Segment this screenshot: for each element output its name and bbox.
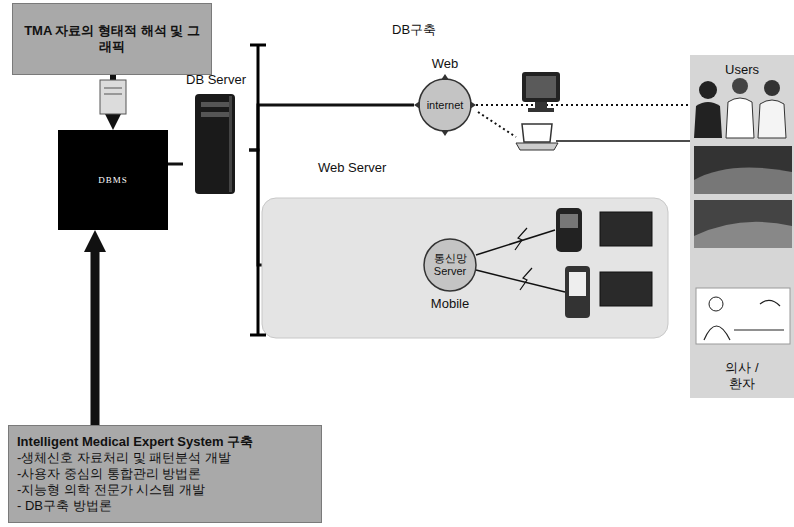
node-text: DBMS — [98, 175, 128, 185]
person-head — [764, 80, 780, 96]
connector — [249, 105, 414, 150]
photo-detail — [694, 168, 792, 195]
monitor-base — [528, 108, 554, 112]
network-circle: Web internet — [405, 56, 485, 136]
laptop-icon — [516, 124, 558, 150]
text-label: DB구축 — [392, 22, 436, 38]
user-link — [556, 140, 690, 142]
circle-knob — [441, 74, 449, 80]
node-text: 통신망 — [434, 252, 467, 265]
laptop-base — [516, 143, 558, 150]
phone-icon — [556, 208, 582, 252]
bus-cap — [250, 44, 266, 47]
node-text: -지능형 의학 전문가 시스템 개발 — [17, 482, 313, 498]
person-head — [699, 81, 717, 99]
server-slot — [201, 102, 229, 107]
process-box: Intelligent Medical Expert System 구축-생체신… — [8, 425, 322, 523]
pda-body — [565, 266, 590, 318]
network-bus — [257, 45, 260, 335]
person-coat — [758, 100, 786, 138]
users-panel: Users 의사 / 환자 — [692, 58, 792, 396]
phone-display — [600, 212, 652, 246]
person-head — [732, 78, 748, 94]
server-slot — [104, 94, 122, 95]
node-text: Server — [434, 265, 466, 278]
doctor-sketch — [696, 288, 790, 344]
pda-display — [600, 272, 652, 306]
photo-detail — [694, 222, 792, 248]
monitor-frame — [522, 72, 560, 102]
people-figure — [694, 78, 786, 138]
photo — [694, 146, 792, 194]
node-text: Mobile — [410, 296, 490, 312]
process-box: TMA 자료의 형태적 해석 및 그래픽 — [12, 3, 212, 75]
signal-zigzag — [520, 268, 532, 290]
server-slot — [201, 112, 229, 117]
bus-cap — [250, 334, 266, 337]
node-text: internet — [427, 99, 464, 112]
person-body — [694, 102, 722, 138]
mobile-panel — [262, 198, 668, 338]
node-text: -사용자 중심의 통합관리 방법론 — [17, 466, 313, 482]
pda-screen — [569, 272, 586, 296]
circle-knob — [414, 101, 420, 109]
circle-shape — [419, 79, 471, 131]
laptop-screen — [522, 124, 552, 142]
monitor-icon — [522, 72, 560, 112]
sketch-head — [709, 297, 723, 311]
node-text: Users — [725, 62, 759, 78]
sketch-lines — [704, 300, 784, 340]
small-server-icon — [100, 80, 126, 114]
circle-knob — [441, 130, 449, 136]
phone-body — [556, 208, 582, 252]
connector — [91, 252, 100, 425]
node-text: DB Server — [183, 72, 249, 88]
monitor-screen — [526, 76, 556, 98]
circle-body: 통신망Server — [419, 234, 481, 296]
server-slot — [104, 88, 122, 89]
node-text: TMA 자료의 형태적 해석 및 그래픽 — [21, 23, 203, 55]
dotted-link — [478, 112, 516, 137]
node-text: Web — [405, 56, 485, 72]
pda-icon — [565, 266, 590, 318]
connector-group — [95, 75, 692, 425]
server-node: DB Server — [183, 72, 249, 198]
connector — [168, 163, 183, 166]
photo — [694, 200, 792, 248]
node-text: -생체신호 자료처리 및 패턴분석 개발 — [17, 450, 313, 466]
icon-space — [183, 88, 249, 198]
network-circle: 통신망ServerMobile — [410, 232, 490, 312]
node-text: - DB구축 방법론 — [17, 498, 313, 514]
node-text: Intelligent Medical Expert System 구축 — [17, 434, 313, 450]
users-panel — [690, 55, 794, 398]
signal-zigzag — [515, 228, 527, 250]
server-edge — [229, 96, 232, 192]
phone-screen — [560, 214, 578, 228]
connector — [476, 104, 692, 106]
text-label: Web Server — [318, 160, 386, 176]
db-server-icon — [195, 94, 235, 194]
circle-knob — [470, 101, 476, 109]
node-text: 의사 / 환자 — [718, 360, 766, 392]
circle-shape — [424, 239, 476, 291]
monitor-stand — [535, 102, 547, 108]
person-coat — [726, 98, 754, 138]
circle-body: internet — [414, 74, 476, 136]
wireless-link — [476, 230, 555, 255]
server-body — [100, 80, 126, 114]
dbms-box: DBMS — [58, 130, 168, 230]
server-body — [195, 94, 235, 194]
